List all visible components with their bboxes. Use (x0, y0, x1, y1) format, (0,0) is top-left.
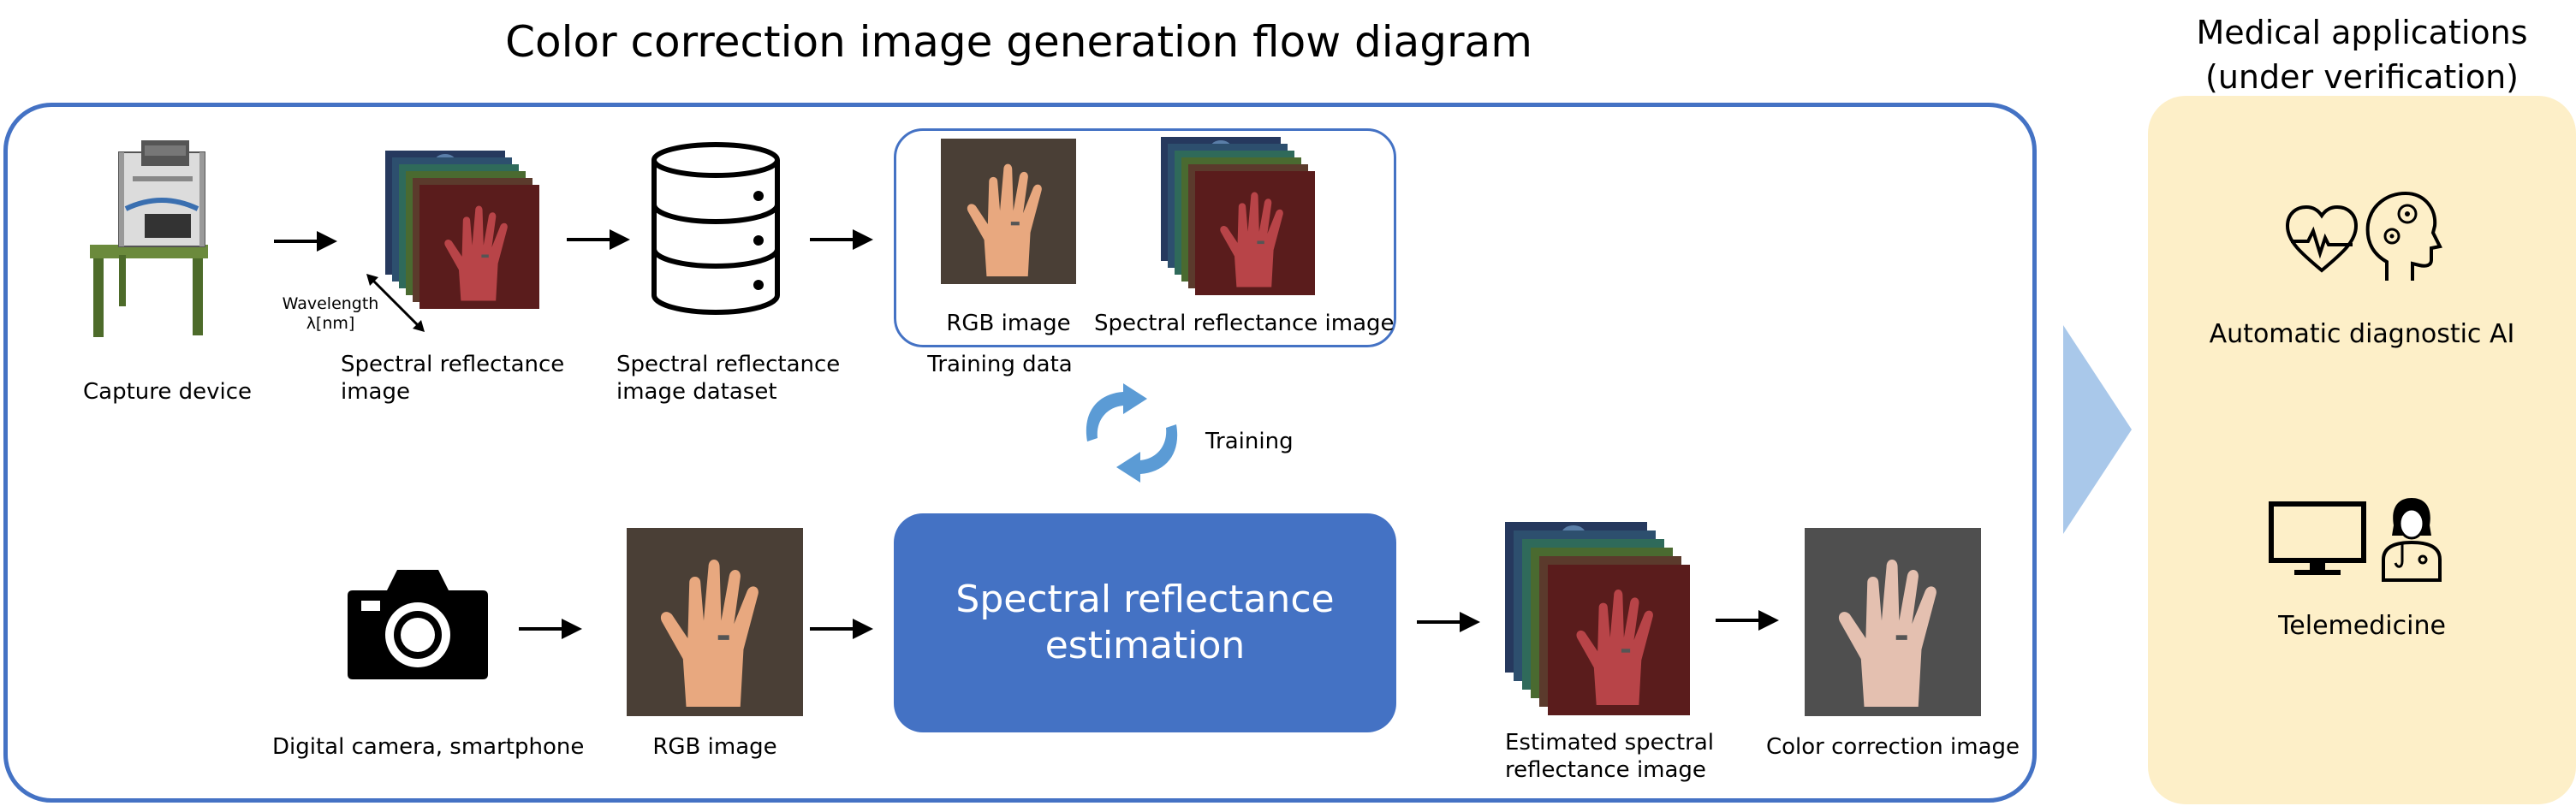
applications-panel (2148, 96, 2576, 804)
capture-device-label: Capture device (83, 379, 253, 405)
camera-label: Digital camera, smartphone (272, 734, 585, 760)
arrow-rgb-to-estimation (810, 619, 873, 639)
spectral-stack-image (385, 151, 539, 309)
training-spectral-image (1161, 137, 1315, 295)
spectral-image-label-line2: image (341, 379, 410, 405)
heart-rate-icon (2285, 204, 2359, 273)
monitor-icon (2269, 501, 2366, 575)
training-rgb-image (941, 139, 1076, 284)
estimation-line2: estimation (1044, 624, 1246, 667)
ai-head-gear-icon (2365, 191, 2442, 281)
capture-device-icon (90, 140, 208, 337)
training-rgb-label: RGB image (946, 311, 1071, 336)
estimated-label-line2: reflectance image (1505, 757, 1706, 783)
wavelength-label-line1: Wavelength (282, 294, 379, 313)
applications-title-line1: Medical applications (2196, 14, 2528, 51)
arrow-capture-to-spectral (274, 231, 337, 252)
arrow-estimation-to-estimated (1417, 612, 1480, 632)
diagnostic-ai-label: Automatic diagnostic AI (2209, 319, 2515, 349)
estimated-label-line1: Estimated spectral (1505, 730, 1714, 756)
color-correction-label: Color correction image (1765, 734, 2020, 760)
doctor-icon (2382, 498, 2442, 582)
rgb-input-label: RGB image (652, 734, 777, 760)
dataset-label-line1: Spectral reflectance (616, 352, 841, 377)
diagram-title: Color correction image generation flow d… (505, 17, 1532, 67)
camera-icon (348, 570, 488, 679)
applications-title-line2: (under verification) (2205, 58, 2519, 96)
arrow-spectral-to-dataset (567, 229, 630, 250)
training-cycle-icon (1086, 383, 1178, 483)
spectral-image-label: Spectral reflectance image (341, 351, 564, 406)
dataset-label-line2: image dataset (616, 379, 777, 405)
training-spectral-label: Spectral reflectance image (1094, 311, 1395, 336)
main-flow-frame (3, 103, 2037, 803)
wavelength-label-line2: λ[nm] (306, 314, 355, 333)
spectral-estimation-box: Spectral reflectance estimation (894, 513, 1396, 732)
wavelength-axis-arrow (366, 274, 425, 332)
spectral-image-label-line1: Spectral reflectance (341, 352, 565, 377)
big-arrow-to-applications (2063, 325, 2132, 534)
telemedicine-label: Telemedicine (2278, 611, 2446, 641)
dataset-label: Spectral reflectance image dataset (616, 351, 840, 406)
color-correction-image (1805, 528, 1981, 716)
training-label: Training (1205, 429, 1294, 454)
arrow-estimated-to-corrected (1716, 610, 1779, 631)
database-icon (651, 142, 780, 315)
wavelength-label: Wavelength λ[nm] (279, 294, 382, 334)
estimated-label: Estimated spectral reflectance image (1505, 729, 1714, 784)
estimation-line1: Spectral reflectance (955, 578, 1335, 621)
rgb-input-image (627, 528, 803, 716)
arrow-camera-to-rgb (519, 619, 582, 639)
training-data-caption: Training data (927, 352, 1073, 377)
estimated-spectral-image (1505, 522, 1690, 715)
arrow-dataset-to-training (810, 229, 873, 250)
applications-title: Medical applications (under verification… (2148, 10, 2576, 99)
